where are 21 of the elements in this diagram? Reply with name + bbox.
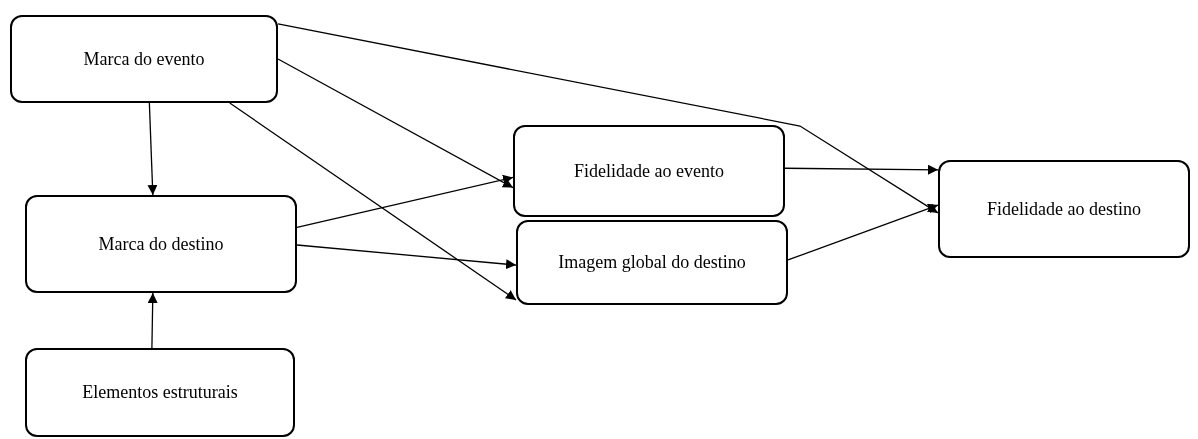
- node-label: Marca do destino: [98, 232, 224, 256]
- arrow: [277, 23, 939, 214]
- arrow: [784, 164, 939, 175]
- node-label: Elementos estruturais: [82, 381, 238, 405]
- arrow: [787, 203, 939, 261]
- node-label: Fidelidade ao evento: [574, 159, 724, 183]
- process-box: [513, 125, 785, 217]
- process-box: [25, 195, 297, 293]
- process-box: [516, 220, 788, 305]
- arrow: [147, 292, 158, 349]
- process-box: [10, 15, 278, 103]
- arrow: [296, 174, 514, 228]
- arrow: [277, 58, 514, 189]
- arrow: [296, 244, 517, 270]
- node-label: Fidelidade ao destino: [987, 197, 1141, 221]
- process-box: [25, 348, 295, 437]
- process-box: [938, 160, 1190, 258]
- arrow: [229, 102, 517, 301]
- node-label: Marca do evento: [83, 47, 205, 71]
- arrow: [147, 102, 158, 196]
- node-label: Imagem global do destino: [558, 251, 746, 275]
